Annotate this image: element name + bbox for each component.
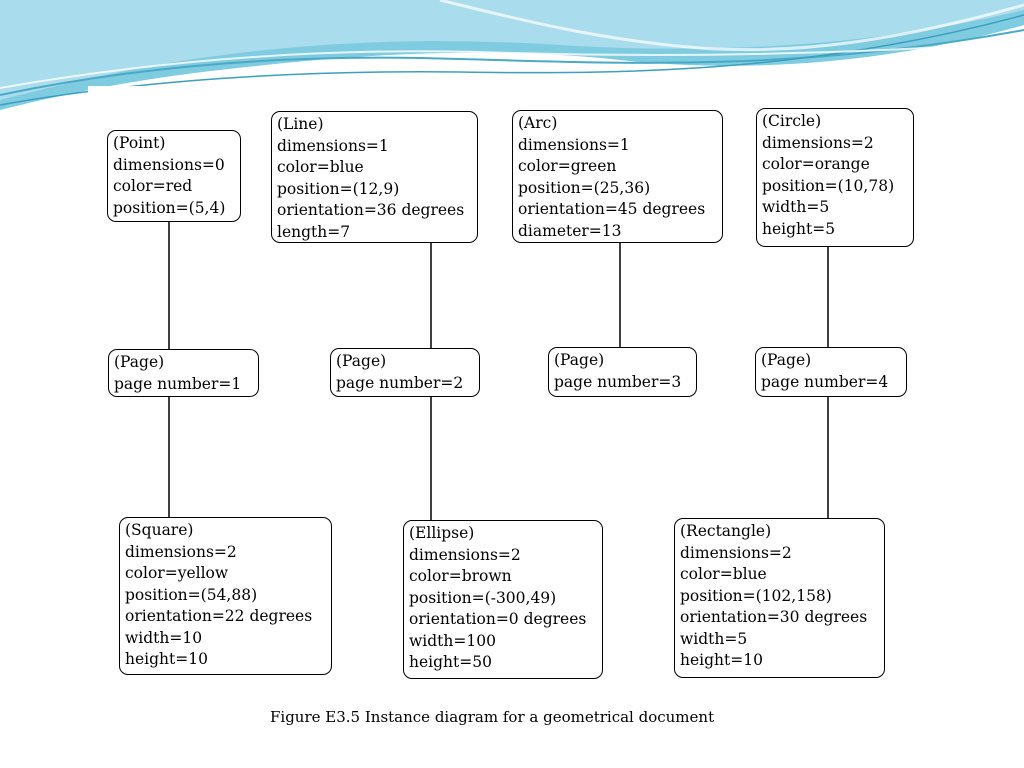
box-attribute: page number=1 xyxy=(114,374,242,393)
box-attribute: orientation=36 degrees xyxy=(277,201,465,219)
box-attribute: page number=3 xyxy=(554,372,682,391)
box-attribute: height=50 xyxy=(409,653,492,671)
box-attribute: color=blue xyxy=(277,158,364,176)
box-attribute: position=(5,4) xyxy=(113,198,226,217)
box-attribute: page number=4 xyxy=(761,372,889,391)
page-instance-box-1: (Page) page number=1 xyxy=(108,349,259,397)
box-attribute: dimensions=1 xyxy=(518,135,630,154)
box-attribute: color=blue xyxy=(680,565,767,583)
box-attribute: position=(-300,49) xyxy=(409,588,557,607)
box-attribute: width=5 xyxy=(762,198,830,216)
box-title: (Line) xyxy=(277,115,324,133)
line-instance-box: (Line) dimensions=1 color=blue position=… xyxy=(271,111,478,243)
box-attribute: length=7 xyxy=(277,222,351,241)
figure-caption: Figure E3.5 Instance diagram for a geome… xyxy=(270,708,715,726)
box-attribute: width=10 xyxy=(125,628,203,647)
box-attribute: color=green xyxy=(518,157,617,175)
box-attribute: orientation=30 degrees xyxy=(680,608,868,626)
box-title: (Ellipse) xyxy=(409,524,475,542)
box-title: (Circle) xyxy=(762,112,822,130)
box-attribute: width=100 xyxy=(409,631,496,650)
decorative-wave-banner xyxy=(0,0,1024,110)
box-attribute: diameter=13 xyxy=(518,221,622,240)
box-attribute: orientation=0 degrees xyxy=(409,610,587,628)
box-attribute: height=10 xyxy=(680,651,763,669)
box-attribute: position=(102,158) xyxy=(680,586,832,605)
box-attribute: dimensions=2 xyxy=(762,133,874,152)
box-attribute: position=(10,78) xyxy=(762,176,895,195)
page-instance-box-3: (Page) page number=3 xyxy=(548,347,697,397)
box-attribute: dimensions=2 xyxy=(680,543,792,562)
box-attribute: color=brown xyxy=(409,567,512,585)
point-instance-box: (Point) dimensions=0 color=red position=… xyxy=(107,130,241,222)
box-attribute: dimensions=2 xyxy=(125,542,237,561)
box-attribute: page number=2 xyxy=(336,373,464,392)
rectangle-instance-box: (Rectangle) dimensions=2 color=blue posi… xyxy=(674,518,885,678)
box-title: (Page) xyxy=(761,351,812,369)
box-attribute: color=yellow xyxy=(125,564,229,582)
box-title: (Page) xyxy=(114,353,165,371)
box-attribute: dimensions=0 xyxy=(113,155,225,174)
box-title: (Arc) xyxy=(518,114,558,132)
box-attribute: dimensions=2 xyxy=(409,545,521,564)
page-instance-box-4: (Page) page number=4 xyxy=(755,347,907,397)
box-attribute: height=5 xyxy=(762,219,836,238)
page-instance-box-2: (Page) page number=2 xyxy=(330,348,480,397)
box-attribute: dimensions=1 xyxy=(277,136,389,155)
box-title: (Page) xyxy=(336,352,387,370)
box-attribute: orientation=22 degrees xyxy=(125,607,313,625)
box-title: (Point) xyxy=(113,134,166,152)
box-attribute: orientation=45 degrees xyxy=(518,200,706,218)
box-attribute: color=orange xyxy=(762,155,870,173)
box-attribute: position=(25,36) xyxy=(518,178,651,197)
box-attribute: height=10 xyxy=(125,650,208,668)
box-attribute: color=red xyxy=(113,177,193,195)
box-title: (Square) xyxy=(125,521,194,539)
arc-instance-box: (Arc) dimensions=1 color=green position=… xyxy=(512,110,723,243)
box-title: (Rectangle) xyxy=(680,522,772,540)
box-attribute: position=(54,88) xyxy=(125,585,258,604)
ellipse-instance-box: (Ellipse) dimensions=2 color=brown posit… xyxy=(403,520,603,679)
box-attribute: position=(12,9) xyxy=(277,179,400,198)
circle-instance-box: (Circle) dimensions=2 color=orange posit… xyxy=(756,108,914,247)
box-attribute: width=5 xyxy=(680,629,748,648)
box-title: (Page) xyxy=(554,351,605,369)
square-instance-box: (Square) dimensions=2 color=yellow posit… xyxy=(119,517,332,675)
